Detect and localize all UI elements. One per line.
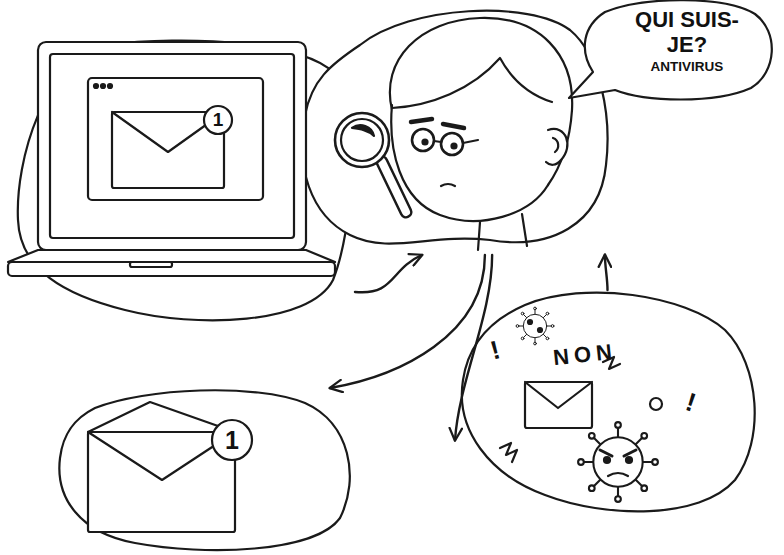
eye	[452, 144, 457, 149]
virus-eye	[604, 457, 610, 463]
laptop-base	[8, 262, 335, 276]
envelope-icon	[525, 382, 592, 428]
big-virus	[578, 422, 658, 502]
hair-outline	[390, 18, 572, 185]
small-circle	[650, 398, 662, 410]
clean-envelope	[88, 402, 252, 532]
magnifier-handle	[382, 162, 406, 212]
blob-shape	[569, 0, 772, 99]
window-dot	[108, 84, 112, 88]
envelope-body	[88, 432, 235, 532]
scene-blob: 1	[55, 388, 355, 553]
ear	[546, 129, 567, 165]
scene-blob: !NON!	[455, 290, 760, 515]
badge-circle	[212, 420, 252, 460]
mouth	[441, 184, 455, 186]
magnifier-glint	[352, 125, 374, 136]
glasses-arm	[463, 140, 478, 143]
small-virus	[516, 307, 554, 345]
laptop-lid	[38, 42, 306, 250]
neck-lines	[478, 214, 527, 250]
envelope-icon	[112, 112, 224, 188]
laptop-keyboard	[8, 250, 335, 262]
zigzag-mark	[500, 443, 517, 462]
scene-blob: 1	[15, 40, 355, 325]
speech-bubble: QUI SUIS-JE? ANTIVIRUS	[565, 0, 775, 100]
node-label: ANTIVIRUS	[623, 59, 751, 75]
zigzag-mark	[603, 357, 620, 369]
laptop	[8, 42, 335, 276]
envelope-flap	[112, 112, 224, 152]
eyebrow	[443, 124, 464, 128]
node-label: QUI SUIS-JE?	[623, 7, 751, 57]
badge-circle	[204, 106, 232, 134]
blob-outline	[300, 5, 615, 255]
flow-arrow	[355, 255, 422, 292]
ear-detail	[553, 138, 558, 152]
blob-outline	[455, 290, 760, 515]
virus-scene	[500, 307, 662, 502]
flow-arrow	[455, 255, 492, 440]
glasses-lens	[441, 133, 463, 155]
virus-spot	[538, 328, 542, 332]
virus-mouth	[608, 473, 628, 476]
face-outline	[391, 105, 548, 221]
flow-arrow	[605, 255, 608, 290]
virus-spot	[528, 320, 532, 324]
detective-character	[335, 18, 572, 250]
scene-blob: QUI SUIS-JE?ANTIVIRUS	[300, 5, 615, 255]
glasses-lens	[412, 129, 434, 151]
laptop-screen	[50, 54, 294, 238]
envelope-flap	[88, 432, 235, 480]
blob-shape	[462, 293, 755, 512]
blob-outline	[55, 388, 355, 553]
envelope-flap	[525, 382, 592, 408]
magnifier-rim	[341, 119, 383, 161]
app-window	[88, 78, 263, 200]
eyebrow	[411, 119, 432, 122]
laptop-notch	[130, 262, 172, 267]
envelope-back	[88, 402, 235, 432]
glasses-bridge	[434, 141, 441, 142]
hair-fringe	[392, 58, 552, 108]
flow-arrow	[330, 255, 485, 388]
angry-brows	[600, 450, 636, 456]
magnifier-handle-fill	[382, 162, 406, 212]
window-dot	[94, 84, 98, 88]
blob-outline	[15, 40, 355, 325]
node-label: 1	[206, 108, 230, 132]
magnifier-lens	[335, 113, 389, 167]
blob-shape	[59, 390, 349, 550]
eye	[423, 140, 428, 145]
window-dot	[101, 84, 105, 88]
node-label: 1	[218, 426, 246, 454]
blob-shape	[18, 41, 352, 321]
virus-eye	[626, 457, 632, 463]
blob-shape	[302, 11, 608, 244]
